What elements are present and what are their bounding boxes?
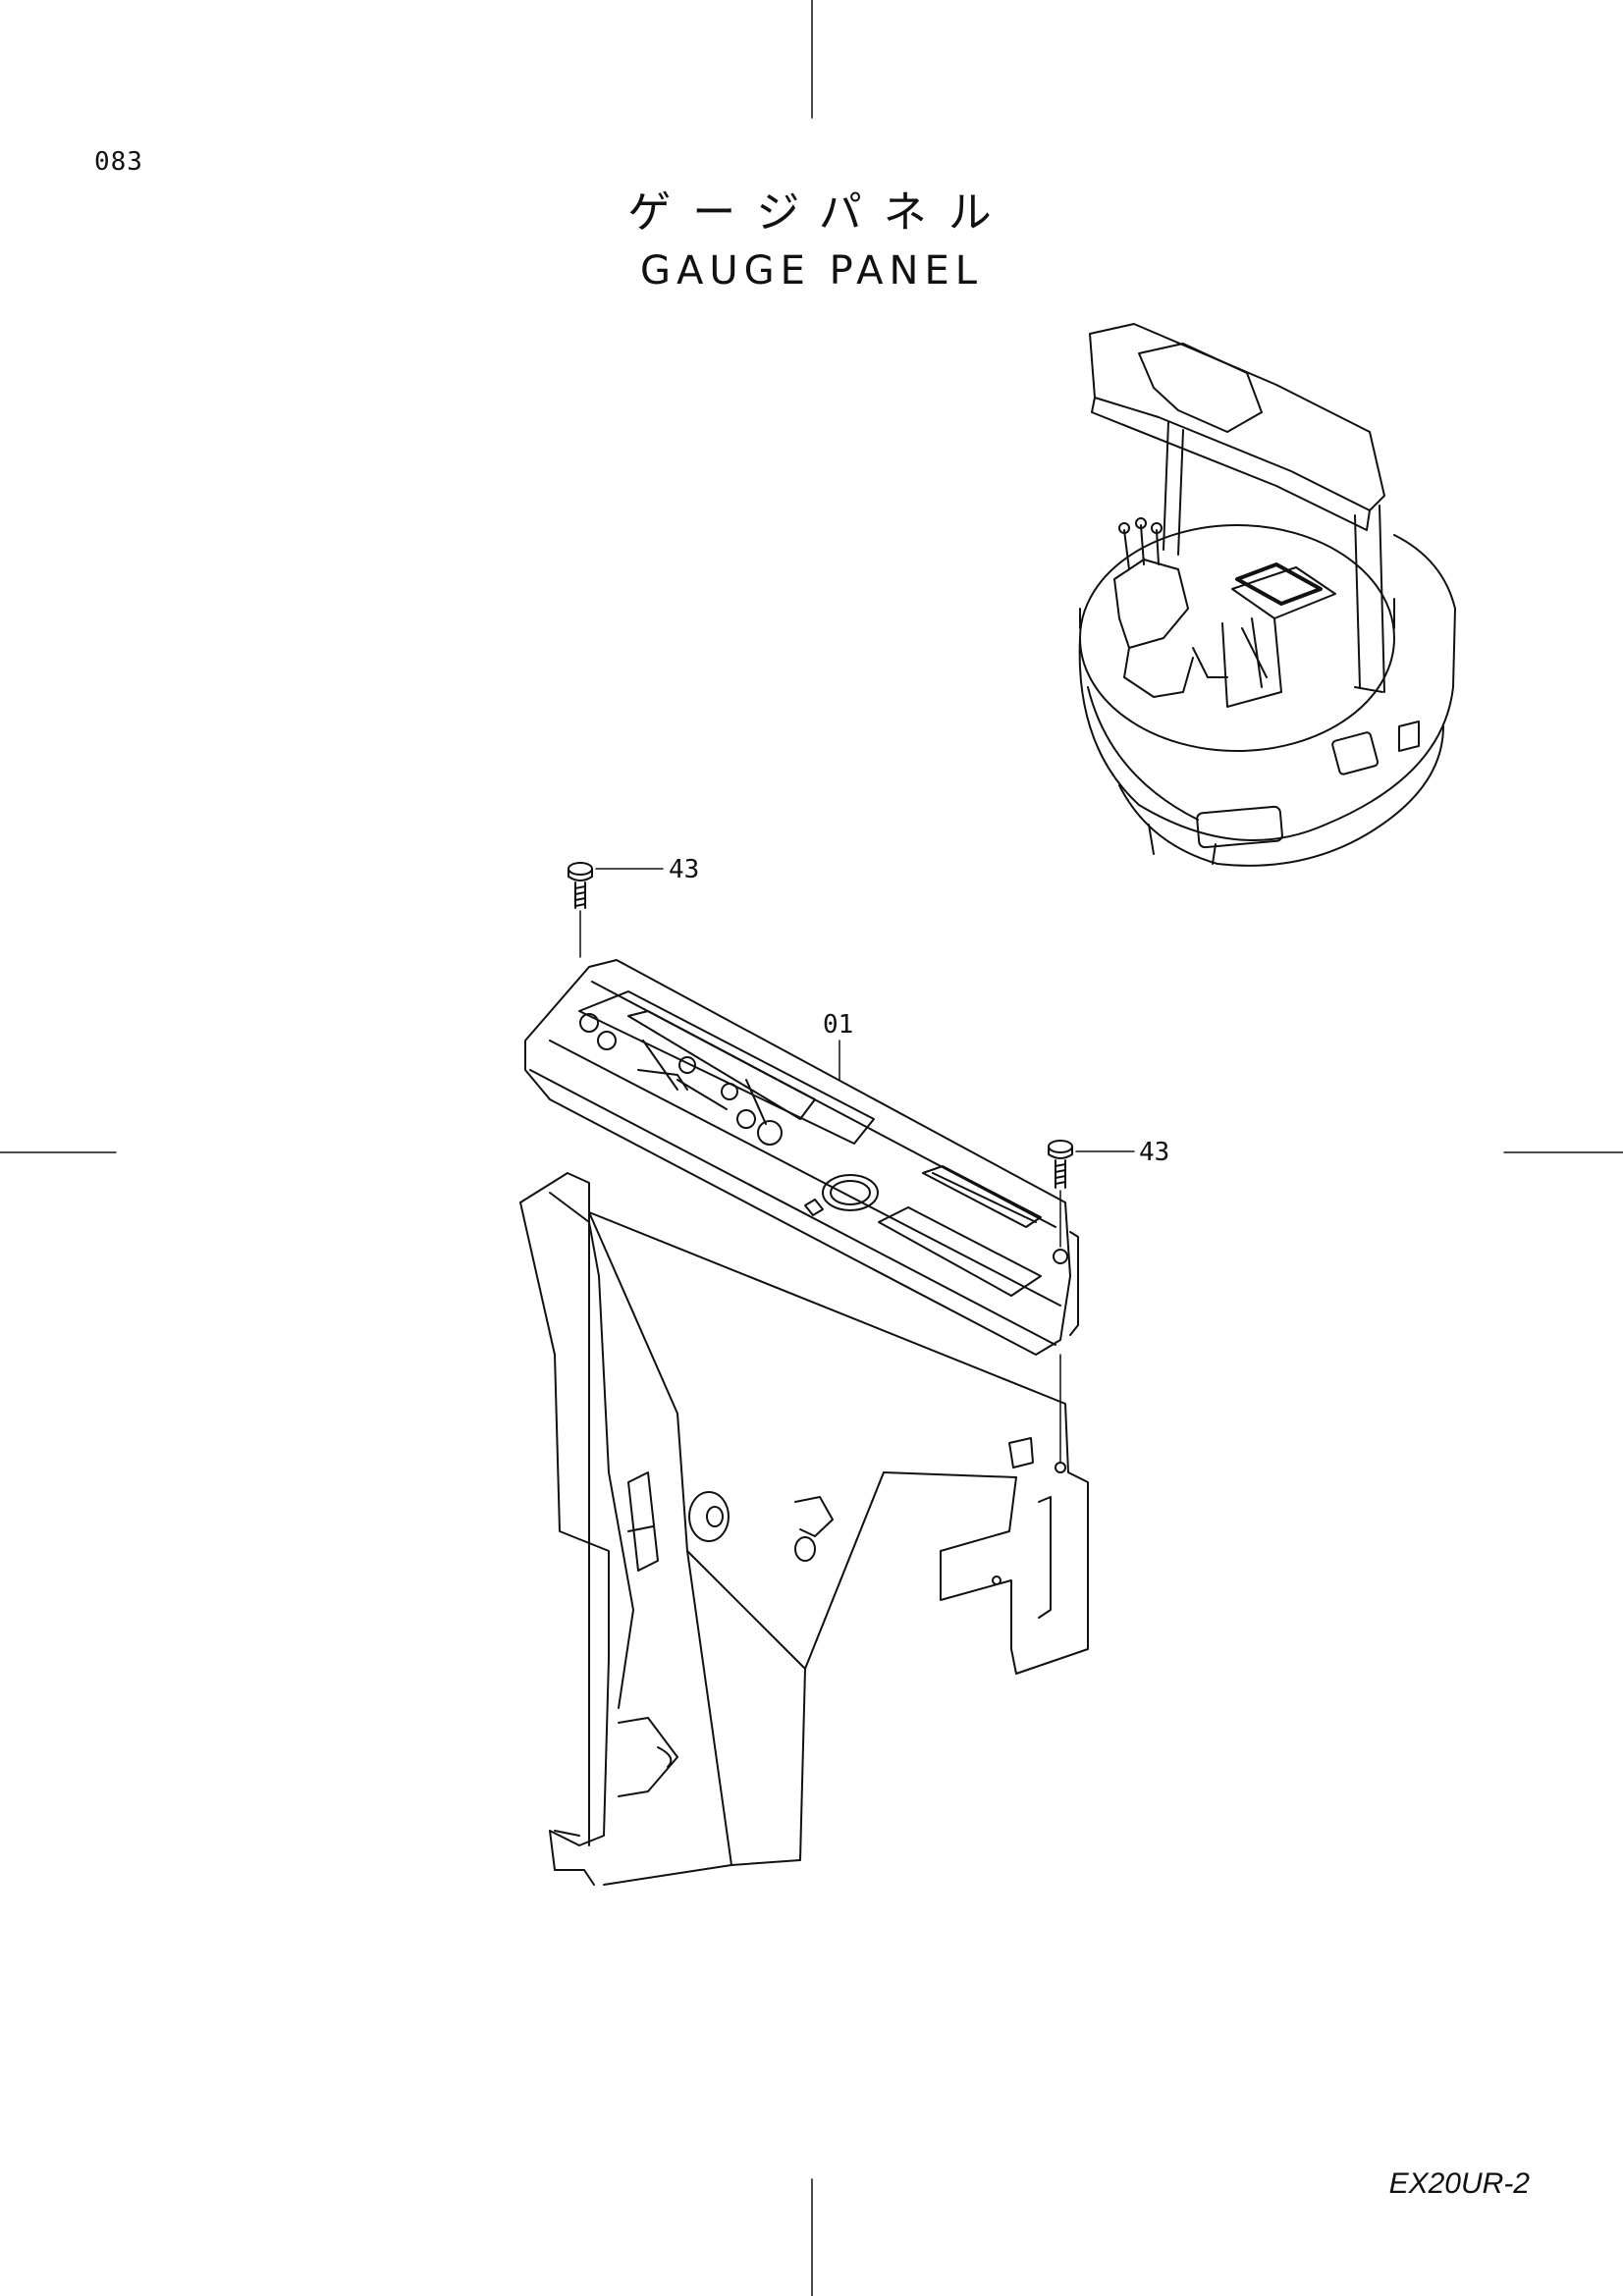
- screw-43-right: [1048, 1140, 1135, 1464]
- gauge-panel-part: [524, 959, 1079, 1356]
- callout-43-right: 43: [1139, 1138, 1169, 1167]
- model-code: EX20UR-2: [1388, 2167, 1530, 2200]
- title-japanese: ゲージパネル: [627, 187, 1013, 238]
- screw-43-upper: [568, 862, 664, 958]
- callout-01: 01: [823, 1010, 853, 1040]
- machine-reference-illustration: [1078, 323, 1456, 867]
- title-block: ゲージパネル GAUGE PANEL: [0, 185, 1623, 300]
- cover-bracket: [519, 1172, 1089, 1886]
- callout-43-upper: 43: [669, 855, 699, 884]
- title-english: GAUGE PANEL: [639, 248, 984, 294]
- page-number: 083: [94, 147, 143, 177]
